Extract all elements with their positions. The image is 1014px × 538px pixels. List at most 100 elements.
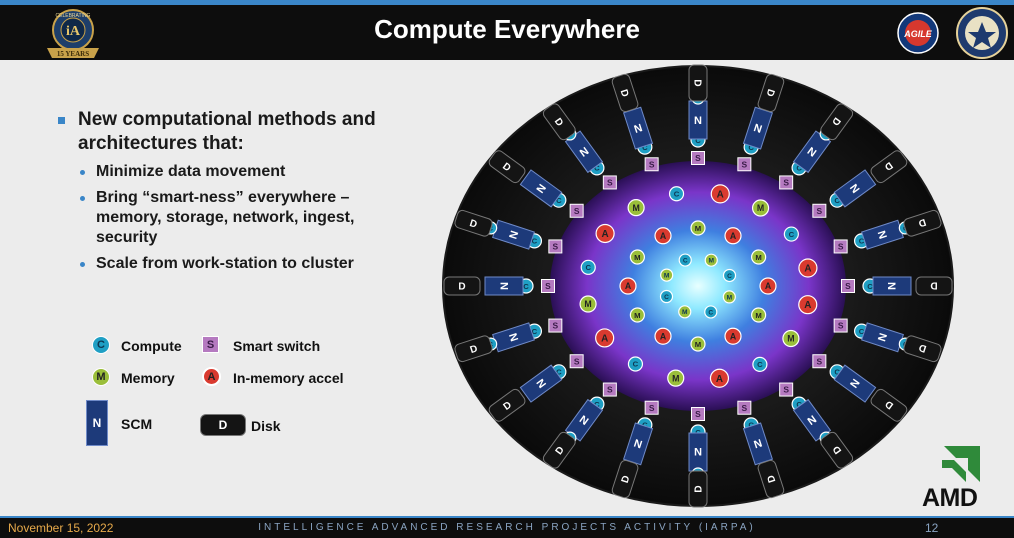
diagram-disk: D	[611, 459, 639, 499]
diagram-disk: D	[454, 209, 493, 237]
diagram-disk: D	[688, 64, 708, 102]
svg-text:M: M	[787, 334, 794, 344]
svg-text:D: D	[764, 87, 777, 97]
diagram-switch: S	[779, 175, 794, 190]
svg-text:C: C	[633, 360, 639, 369]
svg-text:D: D	[691, 79, 702, 86]
svg-text:N: N	[694, 115, 702, 127]
diagram-core-node: C	[722, 268, 737, 283]
svg-text:C: C	[594, 164, 600, 173]
svg-text:M: M	[634, 253, 640, 262]
svg-text:M: M	[672, 373, 679, 383]
diagram-core-node: M	[722, 290, 736, 304]
diagram-switch: S	[833, 318, 848, 333]
svg-text:M: M	[708, 258, 714, 265]
svg-text:M: M	[682, 309, 688, 316]
svg-text:N: N	[499, 282, 511, 290]
diagram-accel: A	[709, 368, 730, 388]
svg-text:S: S	[574, 356, 580, 366]
diagram-switch: S	[548, 318, 563, 333]
svg-text:C: C	[585, 263, 591, 272]
diagram-switch: S	[691, 407, 705, 421]
diagram-memory: M	[627, 199, 645, 217]
diagram-switch: S	[841, 279, 855, 293]
diagram-switch: S	[737, 400, 752, 415]
svg-text:D: D	[766, 474, 779, 484]
footer-organization: INTELLIGENCE ADVANCED RESEARCH PROJECTS …	[258, 522, 756, 533]
svg-text:S: S	[838, 321, 844, 331]
diagram-scm: N	[688, 100, 708, 140]
svg-text:M: M	[727, 294, 733, 301]
diagram-memory: M	[751, 199, 770, 217]
diagram-switch: S	[602, 175, 617, 190]
svg-text:C: C	[834, 368, 840, 377]
core-glow	[550, 161, 846, 411]
diagram-switch: S	[737, 157, 752, 172]
iarpa-15-years-logo: iA CELEBRATING 15 YEARS	[47, 9, 99, 58]
diagram-switch: S	[691, 151, 705, 165]
svg-text:S: S	[607, 177, 613, 187]
svg-text:D: D	[918, 341, 928, 354]
diagram-memory: M	[579, 295, 597, 313]
diagram-disk: D	[870, 150, 908, 184]
svg-text:M: M	[755, 311, 761, 320]
legend-compute-icon: C	[92, 336, 110, 354]
bullet-sub-3: Scale from work-station to cluster	[58, 254, 398, 274]
svg-text:C: C	[867, 282, 873, 291]
svg-text:C: C	[789, 230, 795, 239]
svg-text:D: D	[468, 218, 478, 231]
svg-text:C: C	[834, 196, 840, 205]
svg-text:A: A	[625, 281, 632, 291]
legend-memory-icon: M	[92, 368, 110, 386]
bullet-sub-1: Minimize data movement	[58, 162, 398, 182]
diagram-compute-inner: C	[580, 259, 596, 275]
diagram-scm: N	[484, 276, 524, 296]
svg-text:A: A	[730, 231, 737, 241]
svg-text:D: D	[469, 343, 479, 356]
svg-text:C: C	[757, 360, 763, 369]
svg-text:S: S	[817, 356, 823, 366]
diagram-accel: A	[798, 295, 818, 315]
diagram-switch: S	[833, 239, 848, 254]
diagram-accel-inner: A	[619, 277, 637, 295]
svg-text:S: S	[742, 403, 748, 413]
svg-text:C: C	[695, 136, 701, 145]
diagram-scm: N	[688, 432, 708, 472]
diagram-scm: N	[833, 169, 877, 208]
svg-text:N: N	[507, 229, 521, 240]
diagram-scm: N	[833, 364, 877, 403]
diagram-switch: S	[644, 157, 659, 172]
diagram-scm: N	[519, 169, 563, 208]
diagram-scm: N	[792, 398, 832, 442]
svg-text:D: D	[618, 88, 631, 98]
diagram-disk: D	[757, 73, 785, 113]
svg-text:S: S	[553, 321, 559, 331]
slide-header	[0, 5, 1014, 60]
diagram-switch: S	[569, 354, 584, 369]
diagram-compute-inner: C	[627, 356, 644, 372]
bullet-main: New computational methods and architectu…	[58, 108, 398, 156]
diagram-switch: S	[541, 279, 555, 293]
diagram-switch: S	[569, 203, 584, 218]
svg-text:A: A	[804, 264, 811, 275]
svg-text:C: C	[695, 428, 701, 437]
slide-footer: November 15, 2022 INTELLIGENCE ADVANCED …	[0, 516, 1014, 538]
svg-text:M: M	[632, 203, 639, 213]
diagram-disk: D	[903, 335, 942, 363]
diagram-disk: D	[488, 388, 526, 422]
svg-text:C: C	[708, 309, 713, 316]
diagram-compute-inner: C	[668, 186, 685, 202]
svg-text:C: C	[796, 164, 802, 173]
diagram-switch: S	[812, 203, 827, 218]
svg-text:M: M	[664, 272, 670, 279]
svg-text:A: A	[717, 189, 724, 200]
svg-text:A: A	[804, 300, 811, 311]
diagram-compute-inner: C	[752, 356, 768, 372]
diagram-scm: N	[872, 276, 912, 296]
svg-text:N: N	[752, 122, 763, 136]
diagram-compute-inner: C	[783, 226, 799, 242]
legend-scm-icon: N	[86, 400, 108, 446]
svg-text:C: C	[748, 143, 754, 152]
diagram-accel-inner: A	[724, 227, 742, 245]
svg-text:C: C	[796, 400, 802, 409]
